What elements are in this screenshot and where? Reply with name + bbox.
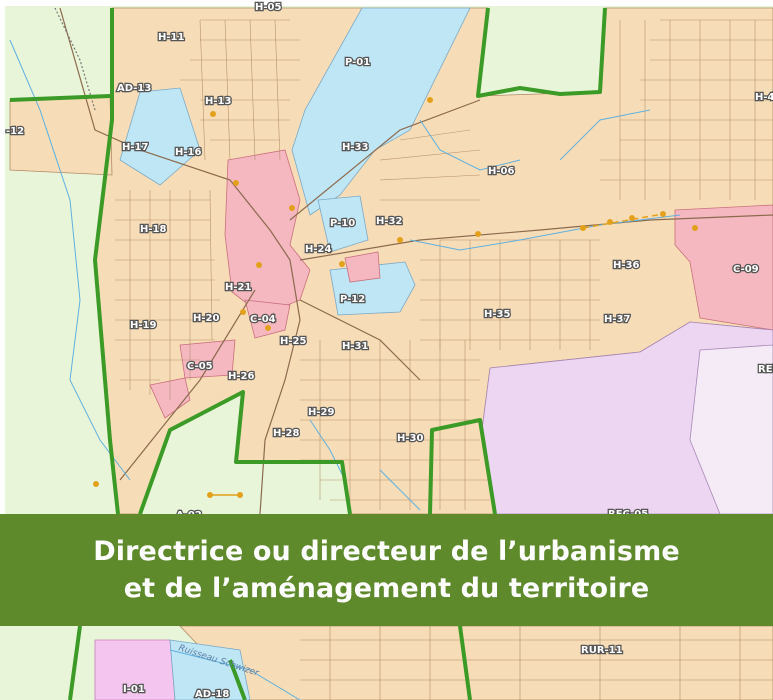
zone-label: C-09 xyxy=(733,264,759,275)
main-roads xyxy=(59,7,773,515)
commercial-zone xyxy=(674,204,773,331)
banner-title-line-2: et de l’aménagement du territoire xyxy=(123,573,650,604)
lower-stream xyxy=(169,649,301,700)
title-banner: Directrice ou directeur de l’urbanisme e… xyxy=(0,514,773,626)
park-zone xyxy=(119,87,201,186)
zone-label: H-32 xyxy=(376,216,402,227)
zone-label: H-19 xyxy=(130,320,156,331)
parcel-grid xyxy=(115,19,773,510)
zone-label: P-12 xyxy=(340,294,365,305)
commercial-zone xyxy=(244,299,291,339)
zone-label: P-01 xyxy=(345,57,370,68)
zone-label: H-17 xyxy=(122,142,148,153)
zone-label: -12 xyxy=(6,126,24,137)
zone-label: AD-13 xyxy=(117,83,151,94)
zone-label: I-01 xyxy=(123,684,145,695)
zone-label: RE xyxy=(758,364,773,375)
park-zone xyxy=(317,195,369,253)
zone-label: C-04 xyxy=(250,314,276,325)
zone-label: H-06 xyxy=(488,166,514,177)
zone-label: H-18 xyxy=(140,224,166,235)
zone-label: H-37 xyxy=(604,314,630,325)
commercial-zone xyxy=(344,251,381,283)
zone-labels: H-05 H-11 AD-13 -12 H-13 H-17 H-16 P-01 … xyxy=(5,1,773,700)
map-frame-left xyxy=(0,0,5,700)
zone-label: H-28 xyxy=(273,428,299,439)
utility-line xyxy=(582,213,664,229)
zone-label: H-25 xyxy=(280,336,306,347)
zone-label: P-10 xyxy=(330,218,355,229)
zone-label: H-21 xyxy=(225,282,251,293)
map-frame-top xyxy=(0,0,773,6)
zone-label: AD-18 xyxy=(195,689,229,700)
residential-zone xyxy=(9,95,113,176)
railway xyxy=(54,7,96,111)
zone-label: H-20 xyxy=(193,313,219,324)
zone-label: H-24 xyxy=(305,244,331,255)
zone-label: H-33 xyxy=(342,142,368,153)
lower-industrial xyxy=(94,639,176,700)
banner-title-line-1: Directrice ou directeur de l’urbanisme xyxy=(93,536,680,567)
zone-label: H-29 xyxy=(308,407,334,418)
park-zone xyxy=(291,7,471,216)
zone-label: H-35 xyxy=(484,309,510,320)
zone-label: H-13 xyxy=(205,96,231,107)
commercial-zone xyxy=(224,149,311,316)
zone-label: H-4 xyxy=(755,92,773,103)
zone-label: H-05 xyxy=(255,2,281,13)
lower-zone-boundaries xyxy=(68,625,472,700)
lower-residential xyxy=(179,625,773,700)
zone-label: H-11 xyxy=(158,32,184,43)
lower-parcel-grid xyxy=(300,626,773,700)
streams xyxy=(9,39,681,511)
zone-label: C-05 xyxy=(187,361,213,372)
zone-label: H-36 xyxy=(613,260,639,271)
utility-points xyxy=(69,97,698,665)
zone-label: RUR-11 xyxy=(581,645,623,656)
zone-label: H-16 xyxy=(175,147,201,158)
zone-label: H-30 xyxy=(397,433,423,444)
commercial-zone xyxy=(179,339,236,379)
zone-label: H-26 xyxy=(228,371,254,382)
zone-label: H-31 xyxy=(342,341,368,352)
